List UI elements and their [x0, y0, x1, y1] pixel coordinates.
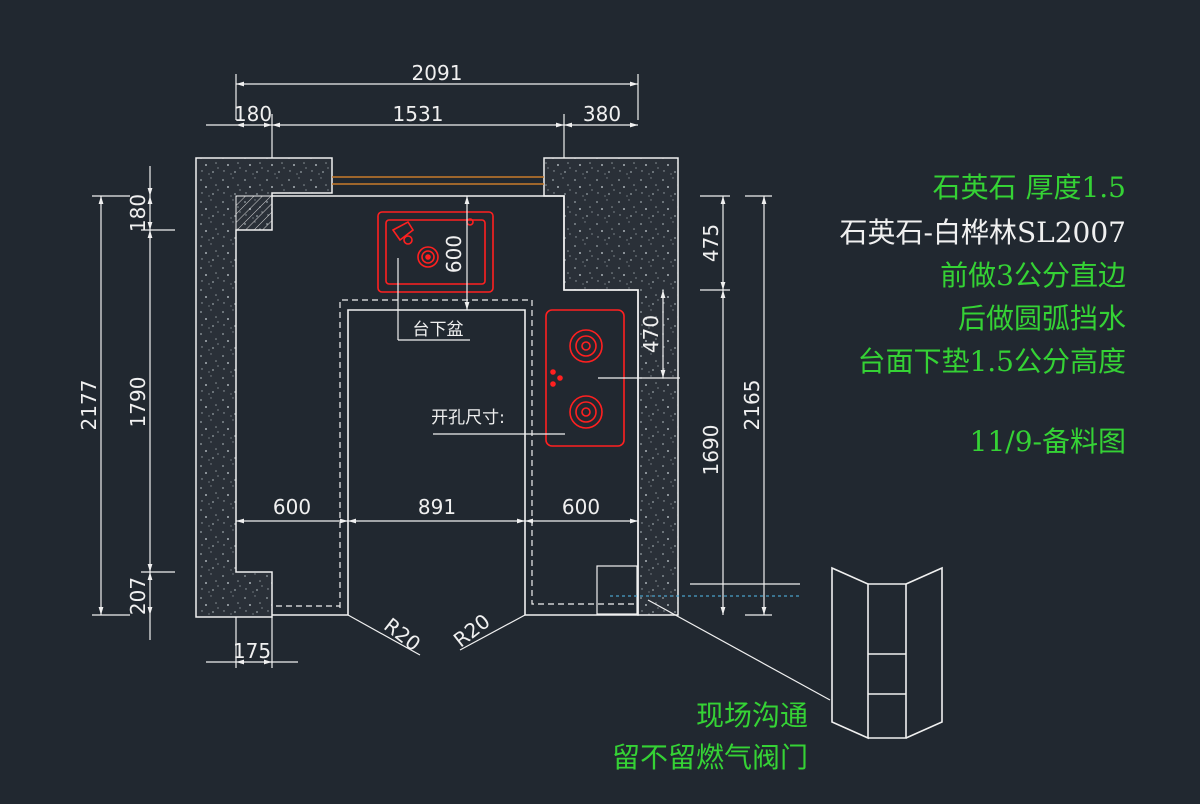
dim-left-total: 2177: [77, 380, 101, 431]
label-undermount-sink: 台下盆: [413, 320, 464, 340]
dim-left-top: 180: [126, 194, 150, 232]
dim-stove-offset: 470: [639, 315, 663, 353]
column-hatch: [235, 195, 273, 231]
corner-cabinet-detail: [831, 566, 943, 740]
walls: [195, 157, 679, 618]
note-site-communication: 现场沟通: [695, 699, 808, 732]
undermount-sink: [377, 211, 494, 293]
dim-bottom-left: 600: [273, 495, 311, 519]
dim-overall-width: 2091: [412, 61, 463, 85]
note-material-name: 石英石-白桦林SL2007: [839, 216, 1127, 249]
dim-left-bottom: 207: [126, 577, 150, 615]
note-date-label: 11/9-备料图: [969, 425, 1126, 458]
dim-radius-left: R20: [379, 613, 425, 656]
dim-right-top: 475: [699, 224, 723, 262]
dim-right-total: 2165: [740, 380, 764, 431]
dim-bottom-middle: 891: [418, 495, 456, 519]
countertop: [272, 195, 639, 616]
note-front-edge: 前做3公分直边: [940, 259, 1126, 292]
dim-bottom-small: 175: [233, 639, 271, 663]
label-cutout-size: 开孔尺寸:: [431, 408, 505, 428]
note-pad-height: 台面下垫1.5公分高度: [857, 345, 1126, 378]
note-material-thickness: 石英石 厚度1.5: [932, 171, 1126, 204]
dim-sink-depth: 600: [442, 235, 466, 273]
countertop-outline: [272, 195, 639, 616]
dimension-lines: [92, 74, 831, 701]
note-back-edge: 后做圆弧挡水: [957, 302, 1126, 335]
dim-top-left: 180: [234, 102, 272, 126]
cabinet-outlines: [276, 299, 638, 615]
note-gas-valve: 留不留燃气阀门: [611, 741, 808, 774]
dim-bottom-right: 600: [562, 495, 600, 519]
window-pipes: [332, 176, 544, 185]
dim-top-right: 380: [583, 102, 621, 126]
dim-radius-right: R20: [449, 609, 495, 652]
dim-left-middle: 1790: [126, 377, 150, 428]
dim-right-middle: 1690: [699, 425, 723, 476]
dim-top-middle: 1531: [393, 102, 444, 126]
